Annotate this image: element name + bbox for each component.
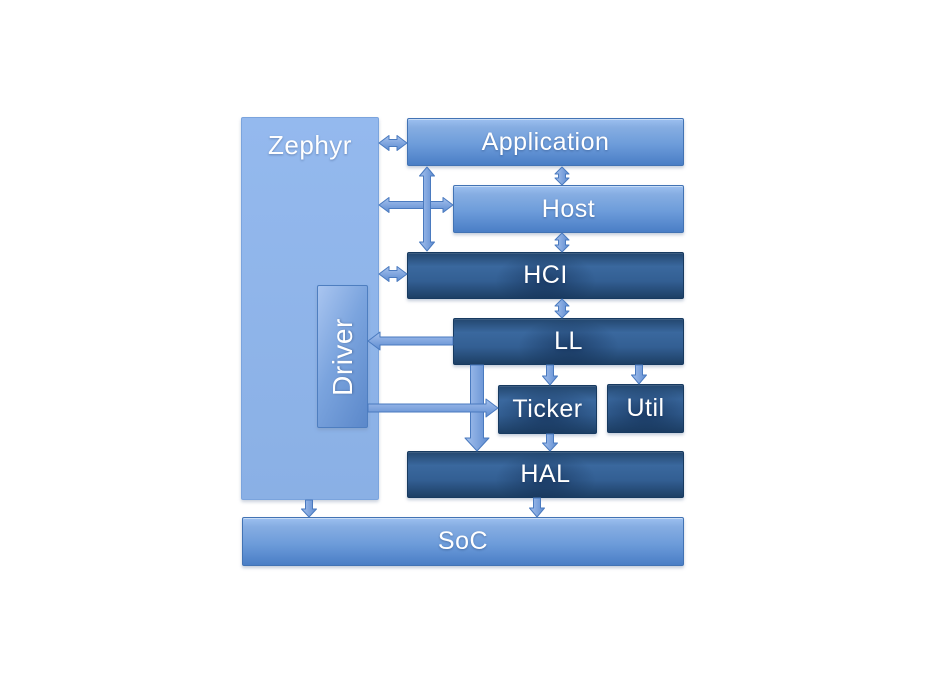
node-application-label: Application — [481, 127, 610, 156]
arrow-ll-driver — [367, 331, 454, 351]
arrow-ll-ticker — [542, 364, 558, 386]
node-hci-label: HCI — [523, 261, 568, 289]
arrow-zephyr-application — [378, 135, 408, 151]
arrow-application-host — [554, 166, 570, 186]
node-hal: HAL — [407, 451, 684, 498]
node-ticker-label: Ticker — [512, 395, 583, 423]
node-driver-label: Driver — [326, 317, 358, 396]
arrow-ticker-hal — [542, 433, 558, 452]
node-host: Host — [453, 185, 684, 233]
arrow-ll-util — [631, 364, 647, 385]
node-host-label: Host — [541, 194, 596, 223]
arrow-zephyr-soc — [301, 499, 317, 518]
node-hal-label: HAL — [520, 460, 571, 488]
node-ticker: Ticker — [498, 385, 597, 434]
node-util: Util — [607, 384, 684, 433]
node-ll-label: LL — [554, 327, 583, 355]
arrow-hci-ll — [554, 298, 570, 319]
arrow-ll-hal — [464, 364, 490, 452]
node-ll: LL — [453, 318, 684, 365]
arrow-zephyr-hci — [378, 266, 408, 282]
arrow-hal-soc — [529, 497, 545, 518]
node-application: Application — [407, 118, 684, 166]
arrow-host-hci — [554, 232, 570, 253]
node-soc-label: SoC — [437, 527, 489, 555]
arrow-application-hci — [419, 166, 435, 252]
arrow-zephyr-host — [378, 197, 454, 213]
node-driver: Driver — [317, 285, 368, 428]
node-zephyr-label: Zephyr — [268, 130, 352, 160]
node-util-label: Util — [626, 394, 665, 422]
node-soc: SoC — [242, 517, 684, 566]
arrow-driver-ticker — [367, 398, 499, 418]
node-hci: HCI — [407, 252, 684, 299]
